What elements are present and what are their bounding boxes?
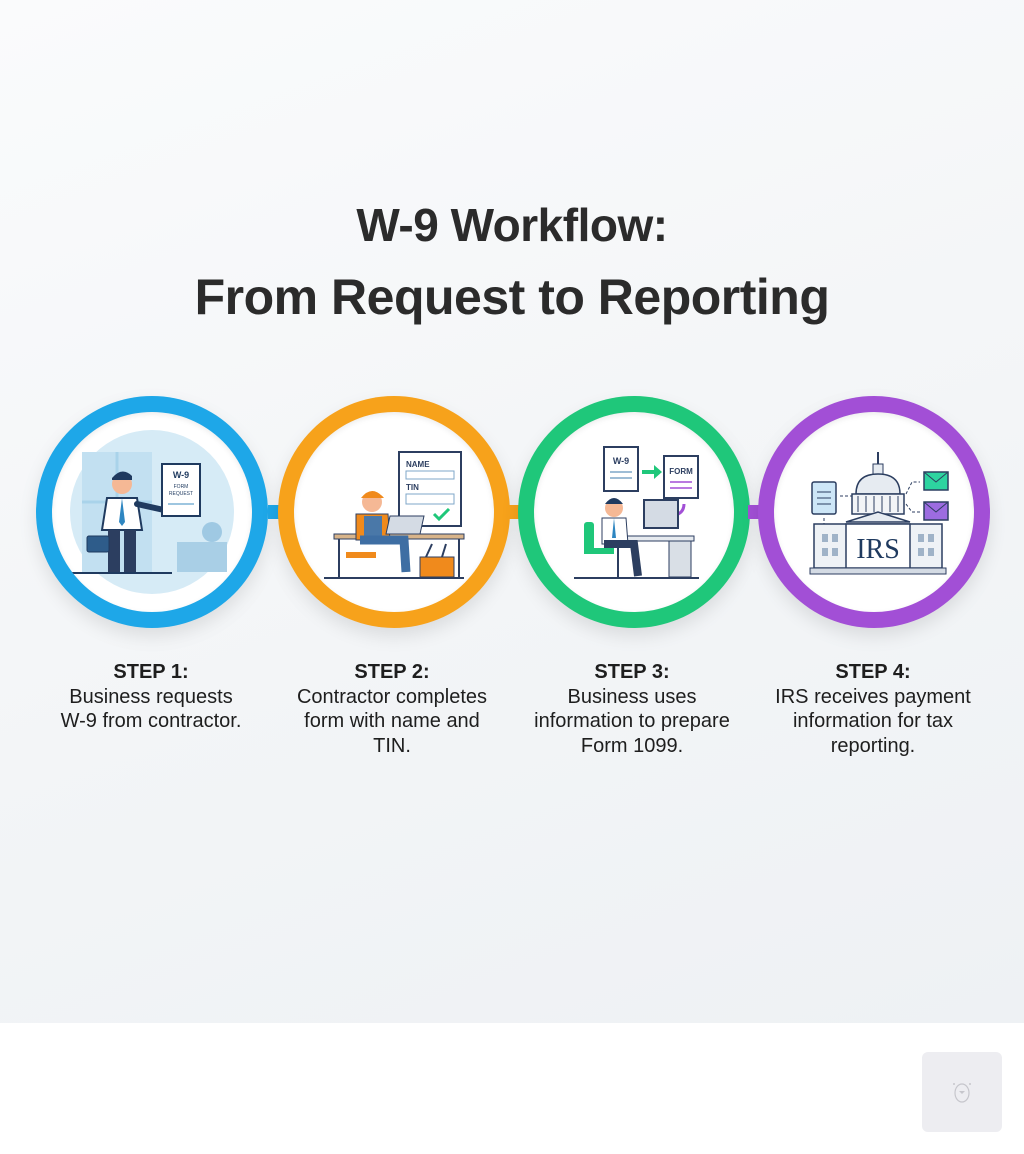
step-3-ring: W-9 FORM: [518, 396, 750, 628]
step-1-text: STEP 1: Business requests W-9 from contr…: [46, 660, 256, 734]
step-2-ring: NAME TIN: [278, 396, 510, 628]
infographic-canvas: W-9 Workflow: From Request to Reporting: [0, 0, 1024, 1023]
step-2-description: Contractor completes form with name and …: [296, 685, 488, 757]
step-3-label: STEP 3:: [594, 661, 670, 683]
contractor-at-laptop-icon: NAME TIN: [324, 451, 465, 579]
svg-text:NAME: NAME: [406, 460, 430, 469]
svg-text:W-9: W-9: [173, 470, 189, 480]
step-2-text: STEP 2: Contractor completes form with n…: [287, 660, 497, 758]
step-1-description: Business requests W-9 from contractor.: [60, 685, 242, 733]
svg-text:FORM: FORM: [174, 484, 189, 490]
svg-text:FORM: FORM: [669, 467, 693, 476]
step-4-ring: IRS: [758, 396, 990, 628]
svg-text:TIN: TIN: [406, 483, 419, 492]
step-3-text: STEP 3: Business uses information to pre…: [527, 660, 737, 758]
title-line-1: W-9 Workflow:: [356, 199, 668, 251]
step-3-description: Business uses information to prepare For…: [534, 685, 730, 757]
irs-building-icon: IRS: [809, 452, 949, 575]
title-line-2: From Request to Reporting: [194, 269, 830, 325]
step-4-text: STEP 4: IRS receives payment information…: [768, 660, 978, 758]
businessman-presenting-w9-icon: W-9 FORM REQUEST: [70, 430, 234, 594]
worker-at-computer-icon: W-9 FORM: [574, 446, 699, 579]
step-2-label: STEP 2:: [354, 661, 430, 683]
step-1-label: STEP 1:: [113, 661, 189, 683]
image-placeholder: [922, 1052, 1002, 1132]
svg-text:REQUEST: REQUEST: [169, 491, 193, 497]
image-placeholder-icon: [953, 1083, 971, 1103]
step-4-label: STEP 4:: [835, 661, 911, 683]
svg-text:IRS: IRS: [856, 534, 900, 565]
step-1-ring: W-9 FORM REQUEST: [36, 396, 268, 628]
svg-text:W-9: W-9: [613, 456, 629, 466]
step-4-description: IRS receives payment information for tax…: [775, 685, 971, 757]
